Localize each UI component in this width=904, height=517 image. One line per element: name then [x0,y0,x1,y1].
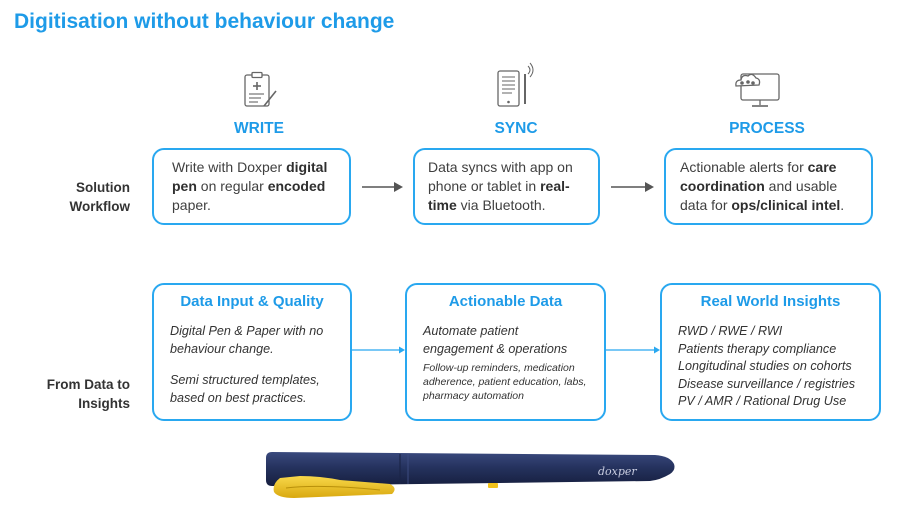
workflow-box-sync: Data syncs with app on phone or tablet i… [413,148,600,225]
cloud-monitor-icon [735,73,780,107]
workflow-box-process: Actionable alerts for care coordination … [664,148,873,225]
insight-arrow-2 [606,346,660,354]
workflow-box-write: Write with Doxper digital pen on regular… [152,148,351,225]
workflow-text-process: Actionable alerts for care coordination … [680,159,845,213]
workflow-arrow-1 [362,182,403,192]
card-title: Real World Insights [700,293,841,310]
card-line: Longitudinal studies on cohorts [678,359,852,373]
card-line: Disease surveillance / registries [678,376,856,391]
card-line: RWD / RWE / RWI [678,324,783,338]
card-line: Automate patient engagement & operations [423,324,568,356]
insight-card-data-input: Data Input & Quality Digital Pen & Paper… [152,283,352,421]
card-title: Actionable Data [448,293,563,310]
step-label-sync: SYNC [494,120,538,137]
card-line: Digital Pen & Paper with no behaviour ch… [170,324,324,356]
workflow-arrow-2 [611,182,654,192]
step-label-write: WRITE [234,120,284,137]
pen-brand-label: doxper [598,465,637,478]
card-line: Patients therapy compliance [678,341,837,356]
clipboard-pen-icon [244,71,277,107]
insight-arrow-1 [352,346,405,354]
page-title: Digitisation without behaviour change [14,10,395,33]
card-small-text: Follow-up reminders, medication adherenc… [423,362,587,402]
card-title: Data Input & Quality [180,293,324,310]
workflow-text-write: Write with Doxper digital pen on regular… [172,159,328,213]
tablet-stylus-icon [497,62,534,107]
card-line: Semi structured templates, based on best… [170,373,320,405]
insight-card-real-world: Real World Insights RWD / RWE / RWI Pati… [660,283,881,421]
doxper-pen-image [266,452,675,498]
card-line: PV / AMR / Rational Drug Use [678,394,847,408]
workflow-text-sync: Data syncs with app on phone or tablet i… [428,159,573,213]
row-label-data-to-insights: From Data to Insights [46,377,130,411]
step-label-process: PROCESS [729,120,805,137]
row-label-solution-workflow: Solution Workflow [69,180,131,214]
insight-card-actionable: Actionable Data Automate patient engagem… [405,283,606,421]
